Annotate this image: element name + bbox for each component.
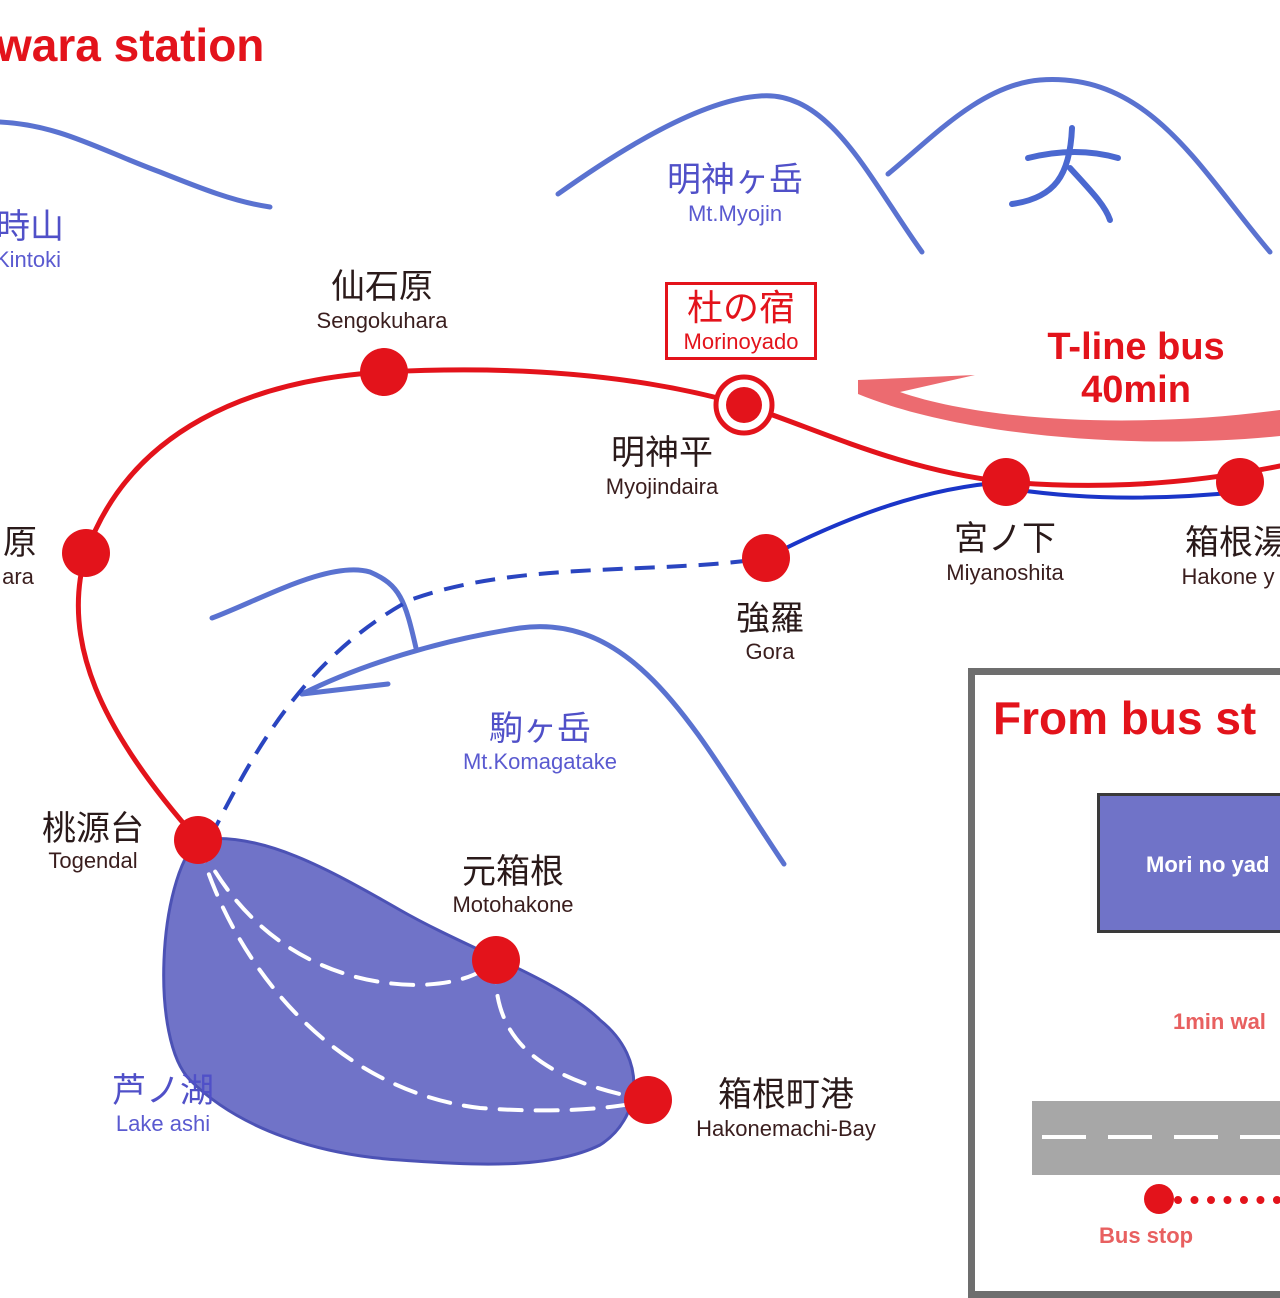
bus-stop-label: Bus stop	[1099, 1223, 1194, 1248]
station-togendai-jp: 桃源台	[42, 809, 144, 849]
ferry-route-motohakone-hakonemachi	[493, 958, 650, 1102]
station-miyanoshita-jp: 宮ノ下	[954, 519, 1056, 559]
road-lane-dash	[1240, 1135, 1280, 1139]
daimonji-glyph	[1009, 125, 1121, 223]
bus-duration: 40min	[1081, 368, 1191, 411]
bus-line-name: T-line bus	[1047, 326, 1225, 368]
mountain-komagatake-slope	[299, 624, 787, 867]
station-ubako-jp: 原	[3, 523, 37, 563]
walk-path-dotted	[1174, 1196, 1280, 1204]
ferry-route-togendai-motohakone	[196, 838, 498, 988]
station-motohakone-jp: 元箱根	[462, 852, 564, 892]
walk-time-label: 1min wal	[1173, 1009, 1266, 1034]
mountain-daimonji-outline	[885, 77, 1273, 255]
road-lane-dash	[1174, 1135, 1218, 1139]
station-dot-sengokuhara[interactable]	[360, 348, 408, 396]
bus-stop-inset: From bus st Mori no yad 1min wal Bus sto…	[968, 668, 1280, 1298]
road-lane-dash	[1042, 1135, 1086, 1139]
mountain-kintoki-en: Kintoki	[0, 247, 62, 272]
mountain-komagatake-ridge	[299, 681, 391, 697]
bus-direction-arrow	[858, 375, 1280, 442]
station-dot-motohakone[interactable]	[472, 936, 520, 984]
mountain-myojin-jp: 明神ヶ岳	[667, 160, 803, 200]
mountain-kintoki-jp: 時山	[0, 207, 64, 247]
morinoyado-en: Morinoyado	[683, 329, 799, 354]
lake-ashi	[162, 837, 636, 1166]
station-dot-miyanoshita[interactable]	[982, 458, 1030, 506]
station-dot-togendai[interactable]	[174, 816, 222, 864]
station-dot-hakonemachi[interactable]	[624, 1076, 672, 1124]
lake-ashi-en: Lake ashi	[115, 1111, 211, 1136]
rail-line-miyanoshita-yumoto	[1005, 486, 1241, 500]
ferry-route-togendai-hakonemachi	[196, 838, 650, 1113]
mountain-komagatake-jp: 駒ヶ岳	[489, 709, 591, 749]
rail-line-gora-miyanoshita	[765, 480, 1007, 560]
bus-label: T-line bus 40min	[1047, 326, 1224, 412]
station-hakonemachi-en: Hakonemachi-Bay	[696, 1116, 876, 1141]
station-sengokuhara-jp: 仙石原	[331, 267, 433, 307]
station-dot-hakone-yumoto[interactable]	[1216, 458, 1264, 506]
morinoyado-label-box[interactable]: 杜の宿 Morinoyado	[665, 282, 817, 360]
road	[1032, 1101, 1280, 1175]
ropeway-line-dashed	[208, 556, 767, 839]
hotel-building[interactable]: Mori no yad	[1097, 793, 1280, 933]
mountain-kintoki-outline	[0, 119, 273, 210]
station-hakone-yumoto-jp: 箱根湯	[1185, 523, 1280, 563]
station-gora-jp: 強羅	[736, 599, 804, 639]
mountain-myojin-outline	[555, 93, 925, 255]
station-dot-morinoyado[interactable]	[713, 374, 775, 436]
road-lane-dash	[1108, 1135, 1152, 1139]
station-hakonemachi-jp: 箱根町港	[718, 1075, 854, 1115]
station-myojindaira-jp: 明神平	[611, 433, 713, 473]
mountain-komagatake-outline	[209, 567, 419, 651]
station-motohakone-en: Motohakone	[452, 892, 574, 917]
station-ubako-en: ara	[2, 564, 34, 589]
mountain-myojin-en: Mt.Myojin	[687, 201, 783, 226]
mountain-komagatake-en: Mt.Komagatake	[462, 749, 618, 774]
station-gora-en: Gora	[745, 639, 795, 664]
station-myojindaira-en: Myojindaira	[605, 474, 719, 499]
morinoyado-jp: 杜の宿	[686, 288, 795, 329]
station-dot-ubako[interactable]	[62, 529, 110, 577]
page-title: wara station	[0, 19, 265, 71]
station-hakone-yumoto-en: Hakone y	[1181, 564, 1275, 589]
station-dot-gora[interactable]	[742, 534, 790, 582]
hotel-building-label: Mori no yad	[1146, 852, 1270, 877]
lake-ashi-jp: 芦ノ湖	[112, 1071, 214, 1111]
bus-stop-marker[interactable]	[1144, 1184, 1174, 1214]
inset-title: From bus st	[993, 692, 1257, 744]
station-miyanoshita-en: Miyanoshita	[946, 560, 1064, 585]
station-togendai-en: Togendal	[48, 848, 138, 873]
station-sengokuhara-en: Sengokuhara	[316, 308, 448, 333]
